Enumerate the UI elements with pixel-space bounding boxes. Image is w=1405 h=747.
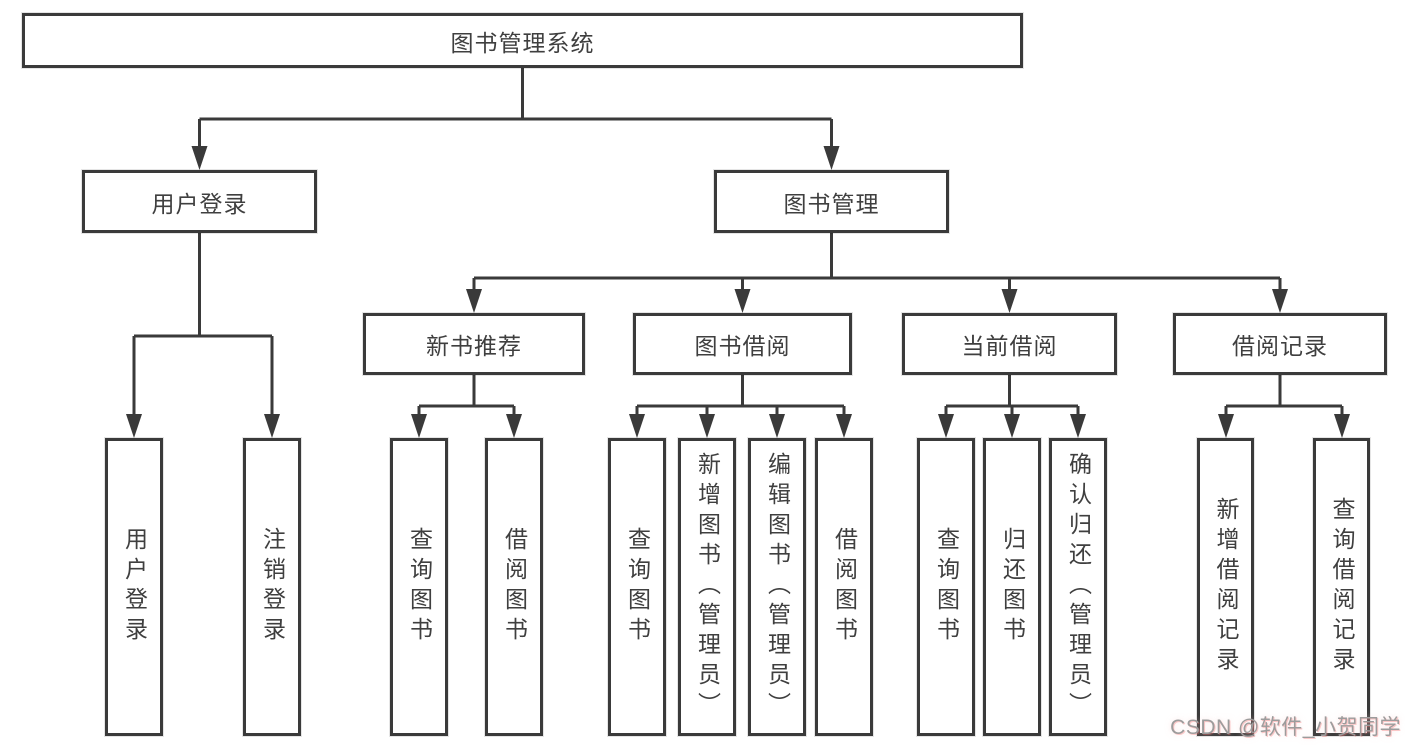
leaf-query-books-borrowing: 查询图书: [608, 438, 666, 736]
watermark: CSDN @软件_小贺同学: [1170, 716, 1401, 739]
leaf-logout: 注销登录: [243, 438, 301, 736]
node-book-borrowing: 图书借阅: [633, 313, 852, 375]
leaf-query-books-recommend: 查询图书: [390, 438, 448, 736]
node-library-system: 图书管理系统: [22, 13, 1023, 68]
leaf-borrow-books: 借阅图书: [815, 438, 873, 736]
leaf-query-borrow-record-label: 查询借阅记录: [1329, 497, 1355, 677]
node-book-borrowing-label: 图书借阅: [694, 333, 791, 359]
leaf-query-books-recommend-label: 查询图书: [406, 527, 433, 647]
leaf-query-books-current: 查询图书: [917, 438, 975, 736]
node-current-borrowing-label: 当前借阅: [961, 333, 1058, 359]
node-borrowing-records-label: 借阅记录: [1232, 333, 1328, 359]
node-user-login-label: 用户登录: [151, 190, 248, 217]
node-library-system-label: 图书管理系统: [450, 29, 595, 56]
node-borrowing-records: 借阅记录: [1173, 313, 1387, 375]
leaf-confirm-return-admin-label: 确认归还（管理员）: [1065, 452, 1092, 722]
leaf-edit-book-admin: 编辑图书（管理员）: [748, 438, 806, 736]
node-book-management: 图书管理: [714, 170, 949, 233]
leaf-add-book-admin: 新增图书（管理员）: [678, 438, 736, 736]
leaf-add-borrow-record: 新增借阅记录: [1197, 438, 1254, 736]
leaf-query-borrow-record: 查询借阅记录: [1313, 438, 1370, 736]
leaf-logout-label: 注销登录: [259, 527, 286, 647]
leaf-borrow-books-recommend-label: 借阅图书: [501, 527, 528, 647]
leaf-return-books: 归还图书: [983, 438, 1041, 736]
leaf-borrow-books-recommend: 借阅图书: [485, 438, 543, 736]
leaf-return-books-label: 归还图书: [999, 527, 1026, 647]
leaf-add-borrow-record-label: 新增借阅记录: [1213, 497, 1239, 677]
node-new-book-recommendation: 新书推荐: [363, 313, 585, 375]
leaf-query-books-borrowing-label: 查询图书: [624, 527, 651, 647]
leaf-add-book-admin-label: 新增图书（管理员）: [694, 452, 721, 722]
node-user-login: 用户登录: [82, 170, 317, 233]
leaf-query-books-current-label: 查询图书: [933, 527, 960, 647]
leaf-confirm-return-admin: 确认归还（管理员）: [1049, 438, 1107, 736]
leaf-user-login: 用户登录: [105, 438, 163, 736]
leaf-borrow-books-label: 借阅图书: [831, 527, 858, 647]
leaf-edit-book-admin-label: 编辑图书（管理员）: [764, 452, 791, 722]
node-new-book-recommendation-label: 新书推荐: [426, 333, 522, 359]
leaf-user-login-label: 用户登录: [121, 527, 148, 647]
node-current-borrowing: 当前借阅: [902, 313, 1117, 375]
node-book-management-label: 图书管理: [783, 190, 880, 217]
